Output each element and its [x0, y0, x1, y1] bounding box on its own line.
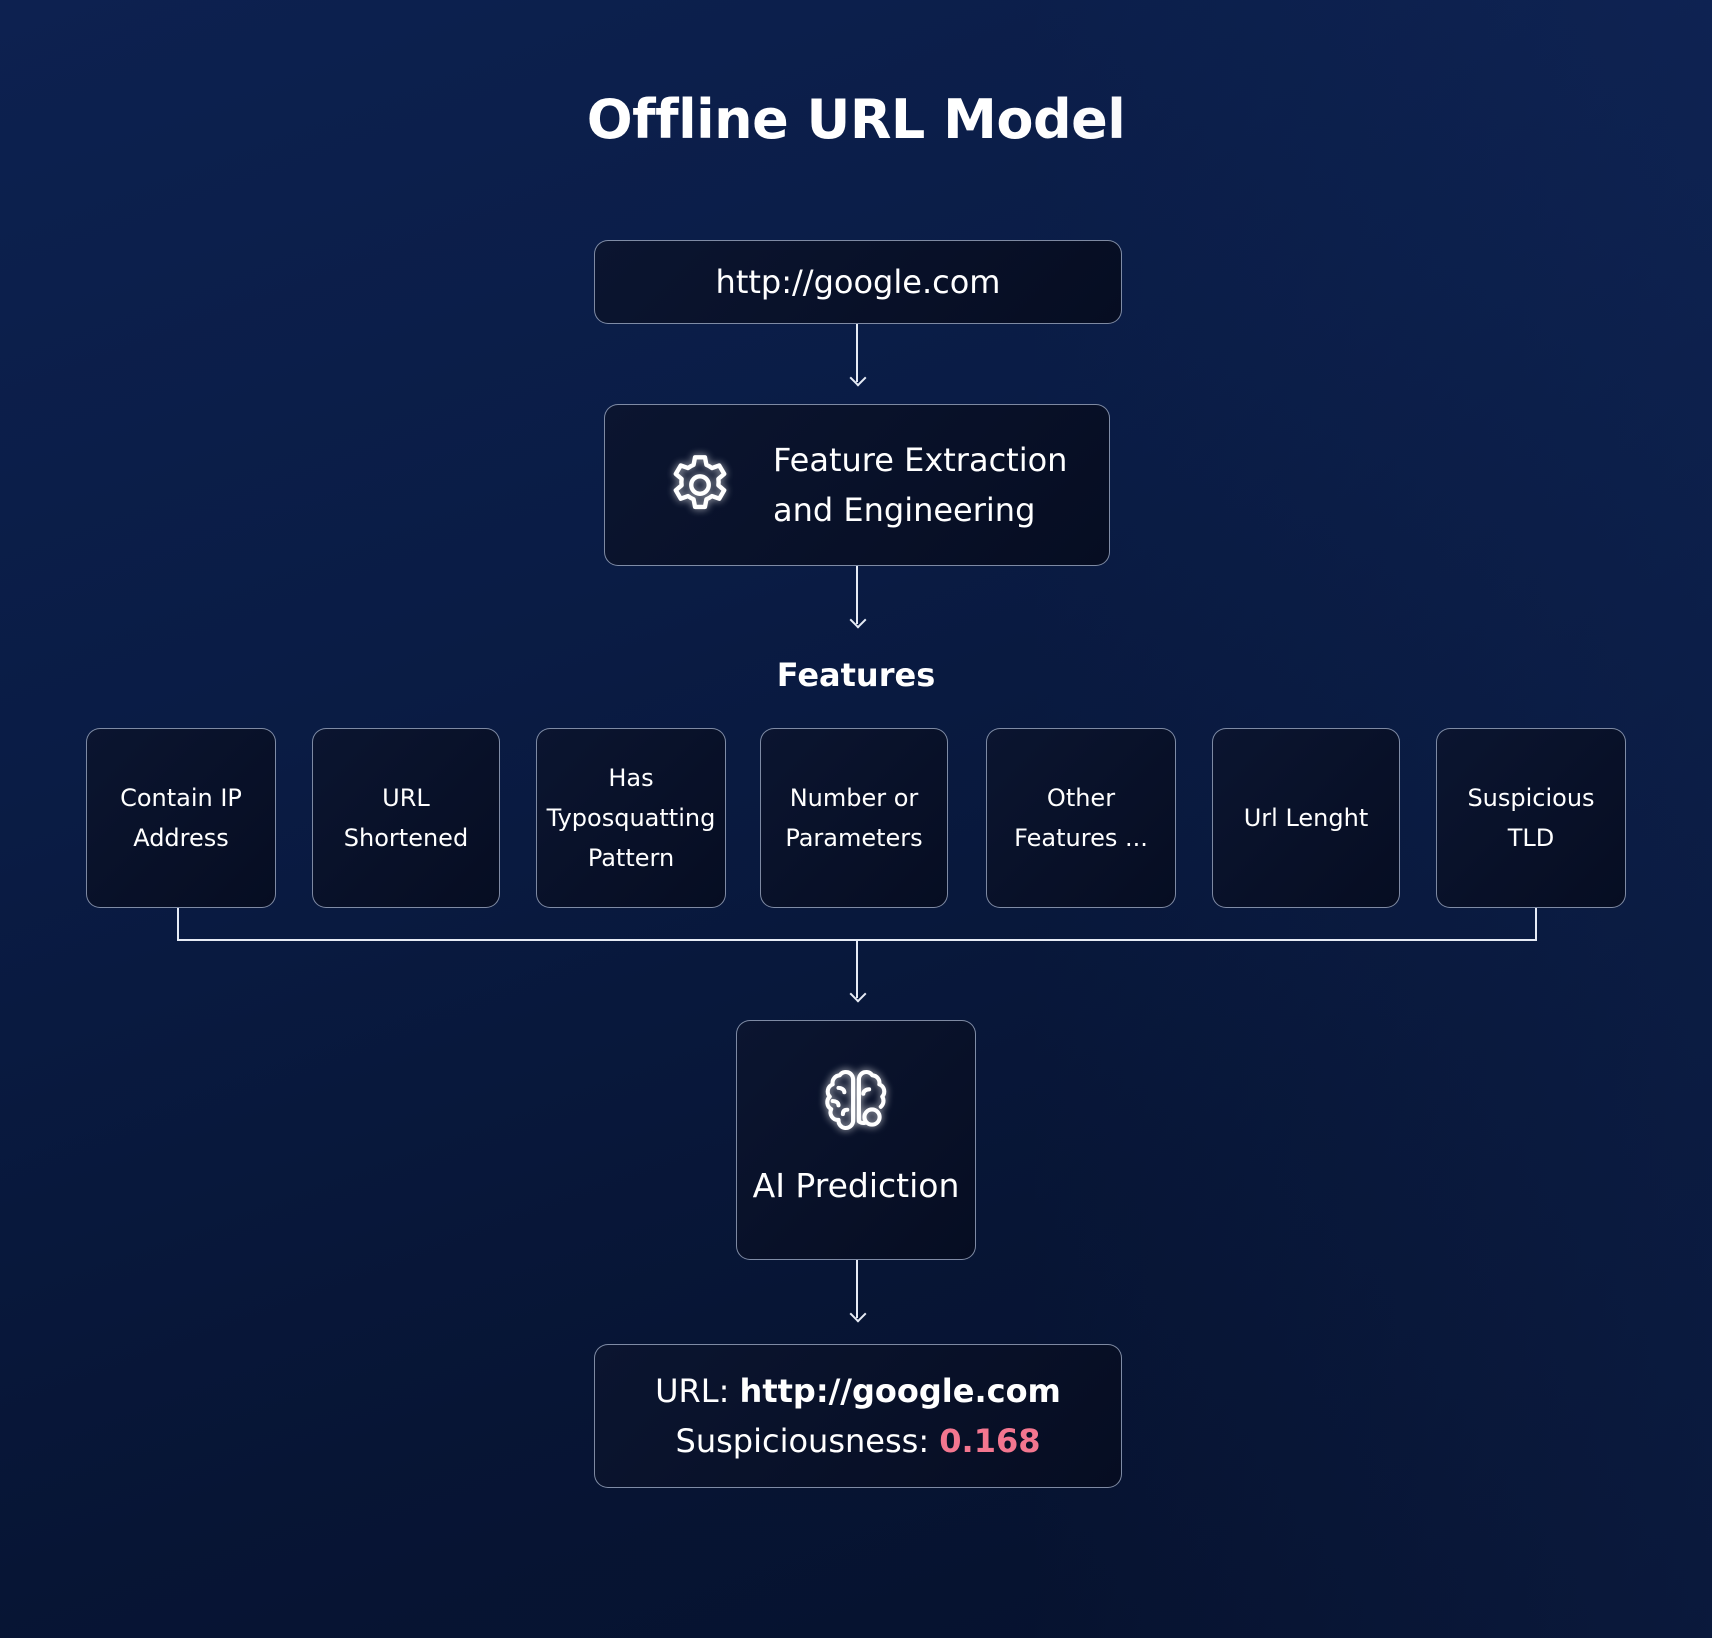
suspiciousness-score: 0.168	[939, 1422, 1041, 1460]
result-score-label: Suspiciousness:	[675, 1422, 940, 1460]
feature-box-parameters: Number or Parameters	[760, 728, 948, 908]
result-box: URL: http://google.com Suspiciousness: 0…	[594, 1344, 1122, 1488]
feature-text: Url Lenght	[1243, 804, 1369, 832]
arrow-features-to-prediction	[856, 940, 858, 998]
feature-box-url-shortened: URL Shortened	[312, 728, 500, 908]
diagram-title: Offline URL Model	[586, 88, 1126, 151]
result-url-line: URL: http://google.com	[655, 1366, 1061, 1416]
feature-text: Shortened	[343, 824, 469, 852]
feature-text: Number or	[789, 784, 919, 812]
feature-box-url-length: Url Lenght	[1212, 728, 1400, 908]
feature-box-contain-ip: Contain IP Address	[86, 728, 276, 908]
result-url-value: http://google.com	[739, 1372, 1061, 1410]
feature-text: Has	[608, 764, 654, 792]
arrowhead-icon	[849, 1305, 867, 1323]
feature-text: TLD	[1507, 824, 1555, 852]
feature-text: Suspicious	[1467, 784, 1595, 812]
feature-text: Typosquatting	[546, 804, 716, 832]
features-heading: Features	[776, 656, 936, 694]
connector-left	[177, 908, 179, 940]
gear-icon	[673, 455, 727, 510]
brain-icon	[825, 1069, 887, 1130]
feature-extraction-line1: Feature Extraction	[773, 441, 1068, 479]
arrow-url-to-extraction	[856, 324, 858, 382]
input-url-text: http://google.com	[715, 263, 1001, 301]
connector-right	[1535, 908, 1537, 940]
input-url-box: http://google.com	[594, 240, 1122, 324]
feature-text: URL	[382, 784, 430, 812]
result-url-label: URL:	[655, 1372, 740, 1410]
ai-prediction-box: AI Prediction	[736, 1020, 976, 1260]
result-score-line: Suspiciousness: 0.168	[676, 1416, 1041, 1466]
feature-text: Other	[1046, 784, 1116, 812]
arrow-extraction-to-features	[856, 566, 858, 624]
arrow-prediction-to-result	[856, 1260, 858, 1318]
feature-text: Parameters	[785, 824, 923, 852]
feature-text: Address	[133, 824, 229, 852]
feature-text: Pattern	[587, 844, 675, 872]
arrowhead-icon	[849, 611, 867, 629]
feature-text: Features ...	[1014, 824, 1148, 852]
feature-extraction-box: Feature Extraction and Engineering	[604, 404, 1110, 566]
feature-extraction-line2: and Engineering	[773, 491, 1036, 529]
feature-text: Contain IP	[120, 784, 242, 812]
ai-prediction-label: AI Prediction	[752, 1165, 960, 1205]
feature-extraction-label: Feature Extraction and Engineering	[773, 435, 1067, 535]
arrowhead-icon	[849, 369, 867, 387]
arrowhead-icon	[849, 985, 867, 1003]
